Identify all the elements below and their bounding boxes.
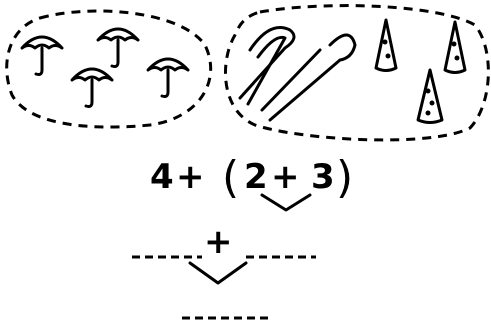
party-hat-icon [445, 22, 465, 73]
step-line: + [132, 222, 316, 283]
first-addend: 4 [150, 157, 174, 197]
party-hat-icon [418, 70, 442, 123]
mixed-group [225, 6, 488, 140]
umbrella-icon [22, 37, 62, 75]
step-plus-sign: + [204, 222, 233, 262]
close-parenthesis: ) [336, 152, 353, 203]
open-parenthesis: ( [222, 152, 239, 203]
third-addend: 3 [311, 157, 335, 197]
inner-sum-connector-icon [262, 195, 310, 210]
party-hat-icon [376, 20, 396, 71]
candy-cane-icon [240, 28, 294, 105]
umbrella-icon [72, 69, 112, 107]
candy-cane-icon [262, 35, 355, 120]
inner-plus-sign: + [271, 157, 300, 197]
step-sum-connector-icon [190, 263, 246, 283]
umbrella-group [7, 11, 211, 127]
expression: 4 + ( 2 + 3 ) [150, 152, 353, 210]
umbrella-icon [98, 29, 138, 67]
second-addend: 2 [244, 157, 268, 197]
outer-plus-sign: + [176, 157, 205, 197]
umbrella-icon [148, 59, 188, 97]
